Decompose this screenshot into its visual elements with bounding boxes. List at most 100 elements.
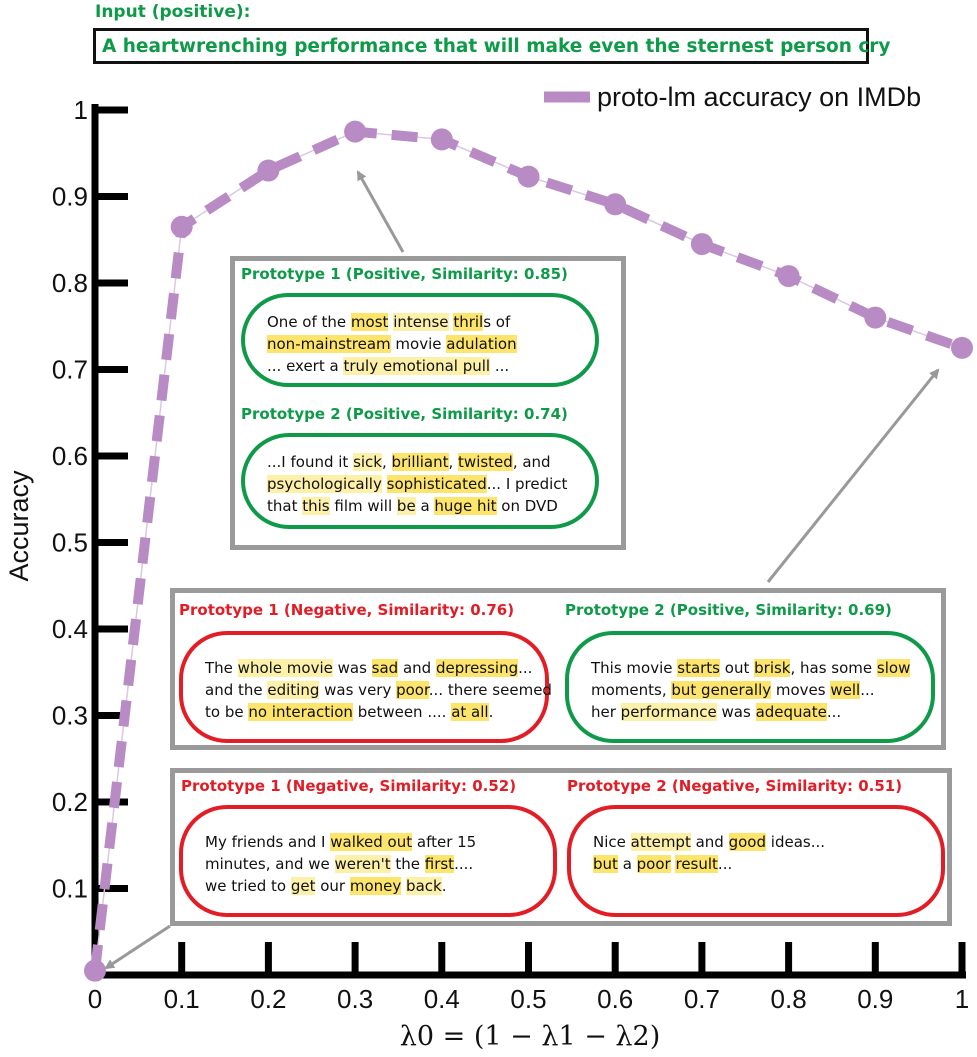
prototype-text: , and: [512, 453, 551, 471]
data-point: [604, 193, 627, 216]
highlighted-token: depressing: [435, 659, 519, 677]
prototype-panel-1.0: Prototype 1 (Negative, Similarity: 0.76)…: [170, 588, 946, 750]
prototype-text: the: [390, 855, 425, 873]
prototype-line: Nice attempt and good ideas...: [593, 831, 923, 853]
y-tick-label: 0.8: [52, 268, 88, 298]
highlighted-token: good: [728, 833, 767, 851]
data-point: [344, 120, 367, 143]
prototype-text: ... I predict: [486, 475, 568, 493]
legend-label: proto-lm accuracy on IMDb: [597, 82, 921, 112]
prototype-text: film will: [329, 497, 397, 515]
prototype-text: on DVD: [496, 497, 558, 515]
prototype-line: The whole movie was sad and depressing..…: [205, 657, 532, 679]
highlighted-token: truly emotional pull: [343, 357, 491, 375]
prototype-line: and the editing was very poor... there s…: [205, 679, 552, 701]
prototype-text: ...I found it: [267, 453, 354, 471]
data-point: [257, 159, 280, 182]
highlighted-token: back: [406, 877, 442, 895]
prototype-text: and the: [205, 681, 268, 699]
prototype-text: ...: [860, 681, 875, 699]
prototype-text: .: [488, 703, 494, 721]
prototype-text: Nice: [593, 833, 631, 851]
prototype-title: Prototype 1 (Negative, Similarity: 0.52): [181, 777, 517, 795]
highlighted-token: sophisticated: [386, 475, 487, 493]
highlighted-token: first: [424, 855, 455, 873]
prototype-line: moments, but generally moves well...: [591, 679, 913, 701]
x-tick-label: 0.7: [684, 984, 720, 1014]
input-sentence-box: A heartwrenching performance that will m…: [93, 28, 890, 64]
highlighted-token: brilliant: [391, 453, 449, 471]
x-tick-label: 0.6: [597, 984, 633, 1014]
prototype-line: This movie starts out brisk, has some sl…: [591, 657, 913, 679]
prototype-text: that: [267, 497, 303, 515]
highlighted-token: but: [593, 855, 618, 873]
highlighted-token: sick: [353, 453, 382, 471]
prototype-line: that this film will be a huge hit on DVD: [267, 495, 577, 517]
data-point: [84, 959, 106, 982]
highlighted-token: at all: [451, 703, 489, 721]
prototype-line: but a poor result...: [593, 853, 923, 875]
prototype-text: to be: [205, 703, 249, 721]
highlighted-token: slow: [876, 659, 911, 677]
highlighted-token: non-mainstream: [267, 335, 391, 353]
prototype-title: Prototype 2 (Positive, Similarity: 0.69): [565, 601, 892, 619]
highlighted-token: huge hit: [434, 497, 497, 515]
prototype-text: movie: [390, 335, 447, 353]
prototype-text: and: [398, 659, 436, 677]
x-tick-label: 0.3: [337, 984, 373, 1014]
arrow-to-1.0: [766, 368, 940, 583]
chart-series: [84, 120, 973, 982]
prototype-text: a: [617, 855, 637, 873]
prototype-panel-0.3: Prototype 1 (Positive, Similarity: 0.85)…: [230, 256, 626, 550]
prototype-line: ...I found it sick, brilliant, twisted, …: [267, 451, 577, 473]
highlighted-token: intense: [393, 313, 449, 331]
highlighted-token: adequate: [755, 703, 827, 721]
prototype-text: ...: [717, 855, 733, 873]
highlighted-token: whole movie: [237, 659, 333, 677]
prototype-bubble: This movie starts out brisk, has some sl…: [565, 631, 935, 743]
prototype-line: psychologically sophisticated... I predi…: [267, 473, 577, 495]
highlighted-token: performance: [620, 703, 717, 721]
highlighted-token: most: [350, 313, 389, 331]
y-tick-label: 1: [74, 95, 88, 125]
prototype-line: minutes, and we weren't the first....: [205, 853, 535, 875]
prototype-title: Prototype 1 (Negative, Similarity: 0.76): [179, 601, 515, 619]
data-point: [170, 215, 193, 238]
prototype-text: her: [591, 703, 621, 721]
y-tick-label: 0.1: [52, 874, 88, 904]
prototype-text: , has some: [790, 659, 877, 677]
prototype-text: ...: [826, 703, 842, 721]
x-tick-label: 0.5: [510, 984, 546, 1014]
prototype-text: One of the: [267, 313, 351, 331]
prototype-title: Prototype 2 (Positive, Similarity: 0.74): [241, 405, 568, 423]
highlighted-token: twisted: [458, 453, 513, 471]
prototype-text: ...: [490, 357, 510, 375]
y-tick-label: 0.7: [52, 355, 88, 385]
prototype-text: ,: [382, 453, 392, 471]
prototype-text: and: [690, 833, 729, 851]
prototype-text: after 15: [412, 833, 477, 851]
x-axis-label: λ0 = (1 − λ1 − λ2): [400, 1021, 660, 1052]
input-label: Input (positive):: [95, 2, 251, 22]
prototype-text: was very: [319, 681, 397, 699]
highlighted-token: poor: [396, 681, 429, 699]
prototype-text: s of: [483, 313, 511, 331]
prototype-panel-0: Prototype 1 (Negative, Similarity: 0.52)…: [170, 768, 952, 926]
prototype-text: ideas...: [766, 833, 826, 851]
data-point: [864, 306, 887, 329]
highlighted-token: be: [396, 497, 416, 515]
prototype-line: My friends and I walked out after 15: [205, 831, 535, 853]
prototype-text: moves: [771, 681, 831, 699]
prototype-text: out: [720, 659, 755, 677]
y-tick-label: 0.5: [52, 528, 88, 558]
highlighted-token: brisk: [754, 659, 791, 677]
callout-arrows: [104, 170, 940, 970]
prototype-text: My friends and I: [205, 833, 331, 851]
data-point: [430, 128, 453, 151]
highlighted-token: editing: [267, 681, 320, 699]
highlighted-token: this: [302, 497, 330, 515]
highlighted-token: no interaction: [248, 703, 353, 721]
